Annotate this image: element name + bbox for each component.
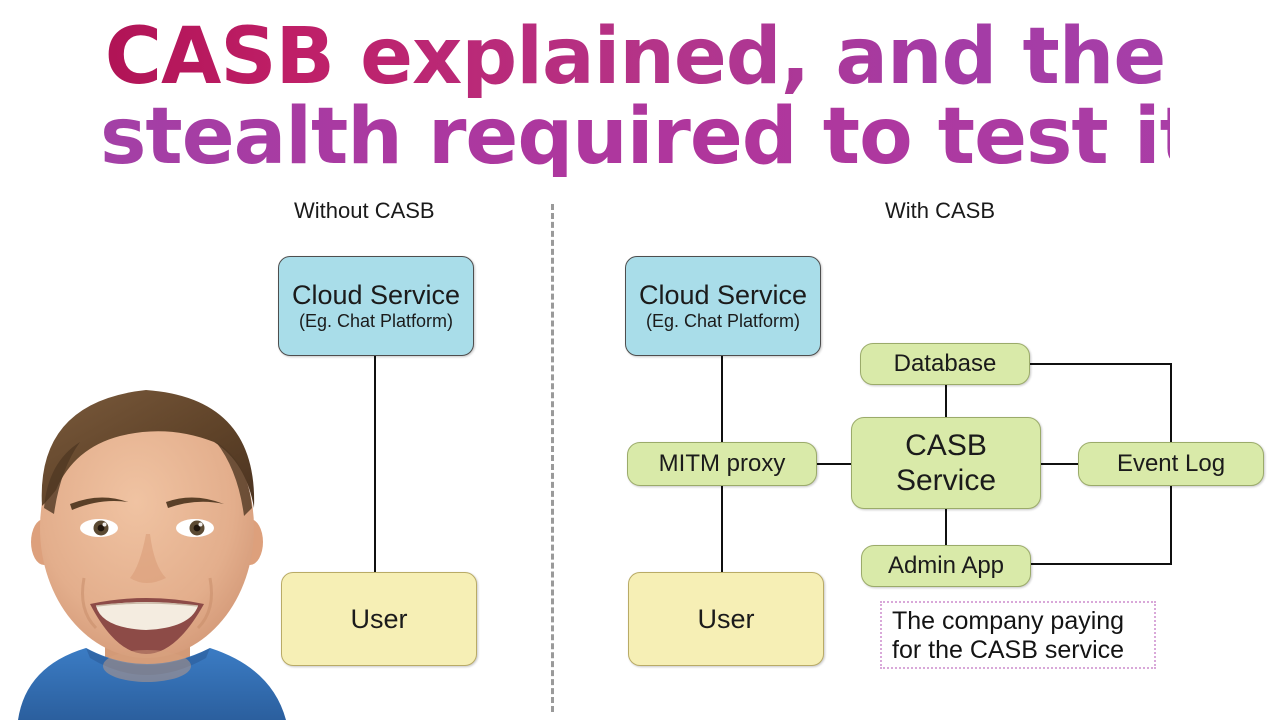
presenter-eye-white-right xyxy=(176,519,214,537)
node-label-line-1: Database xyxy=(893,350,997,377)
page-title: CASB explained, and the stealth required… xyxy=(100,17,1197,182)
presenter-mouth xyxy=(90,598,204,654)
node-admin-app: Admin App xyxy=(861,545,1031,587)
edge-cloud-to-user-left xyxy=(374,356,376,576)
node-label-line-1: Cloud Service xyxy=(638,280,808,311)
presenter-video-overlay xyxy=(0,366,368,720)
annotation-line-1: The company paying xyxy=(892,607,1125,635)
node-label-line-1: CASB xyxy=(905,428,987,462)
edge-mitm-to-casb xyxy=(816,463,852,465)
presenter-smile-line-left xyxy=(81,577,98,630)
node-label-line-2: (Eg. Chat Platform) xyxy=(298,311,454,332)
node-user-left: User xyxy=(281,572,477,666)
edge-database-to-casb xyxy=(945,379,947,418)
node-casb-service: CASB Service xyxy=(851,417,1041,509)
edge-cloud-to-mitm-right xyxy=(721,356,723,444)
annotation-company-paying: The company paying for the CASB service xyxy=(880,601,1156,669)
node-event-log: Event Log xyxy=(1078,442,1264,486)
presenter-pupil-left xyxy=(97,524,105,532)
presenter-nose xyxy=(130,534,166,583)
node-label-line-2: Service xyxy=(895,464,997,497)
node-label-line-1: Event Log xyxy=(1116,450,1226,477)
presenter-eyebrow-left xyxy=(70,497,128,510)
edge-database-to-bus xyxy=(1030,363,1172,365)
node-cloud-service-left: Cloud Service (Eg. Chat Platform) xyxy=(278,256,474,356)
node-mitm-proxy: MITM proxy xyxy=(627,442,817,486)
node-label-line-1: User xyxy=(697,603,755,634)
node-label-line-1: User xyxy=(350,603,408,634)
presenter-shirt xyxy=(18,648,286,720)
node-label-line-1: MITM proxy xyxy=(658,450,786,477)
presenter-smile-line-right xyxy=(196,577,213,630)
presenter-ear-right xyxy=(237,519,263,565)
node-cloud-service-right: Cloud Service (Eg. Chat Platform) xyxy=(625,256,821,356)
presenter-eye-glint-right xyxy=(198,522,203,527)
presenter-teeth xyxy=(96,602,198,630)
presenter-hair xyxy=(41,390,255,508)
annotation-line-2: for the CASB service xyxy=(892,636,1125,664)
presenter-hair-sideburn-left xyxy=(44,442,80,514)
presenter-pupil-right xyxy=(193,524,201,532)
presenter-teeth-line xyxy=(95,602,199,607)
node-label-line-1: Cloud Service xyxy=(291,280,461,311)
presenter-eye-white-left xyxy=(80,519,118,537)
heading-without-casb: Without CASB xyxy=(294,198,435,223)
node-user-right: User xyxy=(628,572,824,666)
presenter-portrait xyxy=(18,390,286,720)
presenter-ear-left xyxy=(31,519,57,565)
presenter-iris-left xyxy=(93,520,109,536)
presenter-collar xyxy=(86,648,210,675)
node-database: Database xyxy=(860,343,1030,385)
edge-casb-to-event-log xyxy=(1040,463,1078,465)
page-title-line-1: CASB explained, and the xyxy=(100,17,1170,98)
node-label-line-2: (Eg. Chat Platform) xyxy=(645,311,801,332)
node-label-line-1: Admin App xyxy=(887,552,1005,579)
presenter-face xyxy=(40,398,254,658)
column-divider xyxy=(551,204,554,712)
page-title-line-2: stealth required to test it xyxy=(100,91,1197,182)
presenter-hair-sideburn-right xyxy=(216,442,252,516)
edge-mitm-to-user-right xyxy=(721,486,723,576)
edge-admin-app-to-bus xyxy=(1030,563,1172,565)
presenter-eye-glint-left xyxy=(102,522,107,527)
presenter-chin-shadow xyxy=(103,650,191,682)
heading-with-casb: With CASB xyxy=(885,198,996,223)
edge-casb-to-admin-app xyxy=(945,509,947,547)
presenter-neck xyxy=(105,611,190,677)
presenter-iris-right xyxy=(189,520,205,536)
presenter-eyebrow-right xyxy=(166,497,224,508)
